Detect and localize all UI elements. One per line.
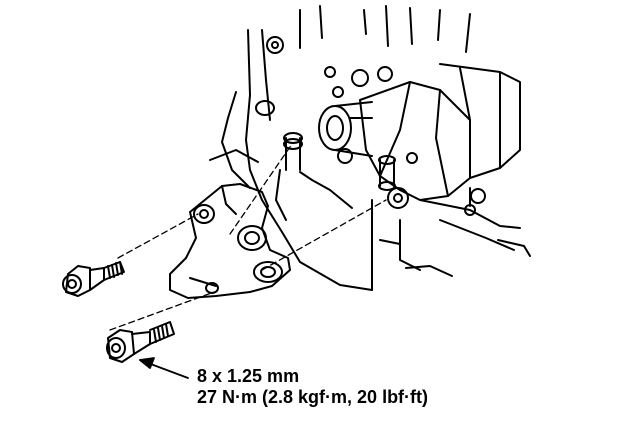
alignment-lines <box>109 143 387 331</box>
bolt-size-label: 8 x 1.25 mm <box>197 366 300 386</box>
torque-spec-label: 27 N·m (2.8 kgf·m, 20 lbf·ft) <box>197 387 429 407</box>
engine-block <box>209 5 531 291</box>
lower-bolt <box>106 321 175 363</box>
callout-leader <box>139 357 189 379</box>
upper-bolt <box>62 261 125 297</box>
mount-bracket <box>169 183 291 299</box>
